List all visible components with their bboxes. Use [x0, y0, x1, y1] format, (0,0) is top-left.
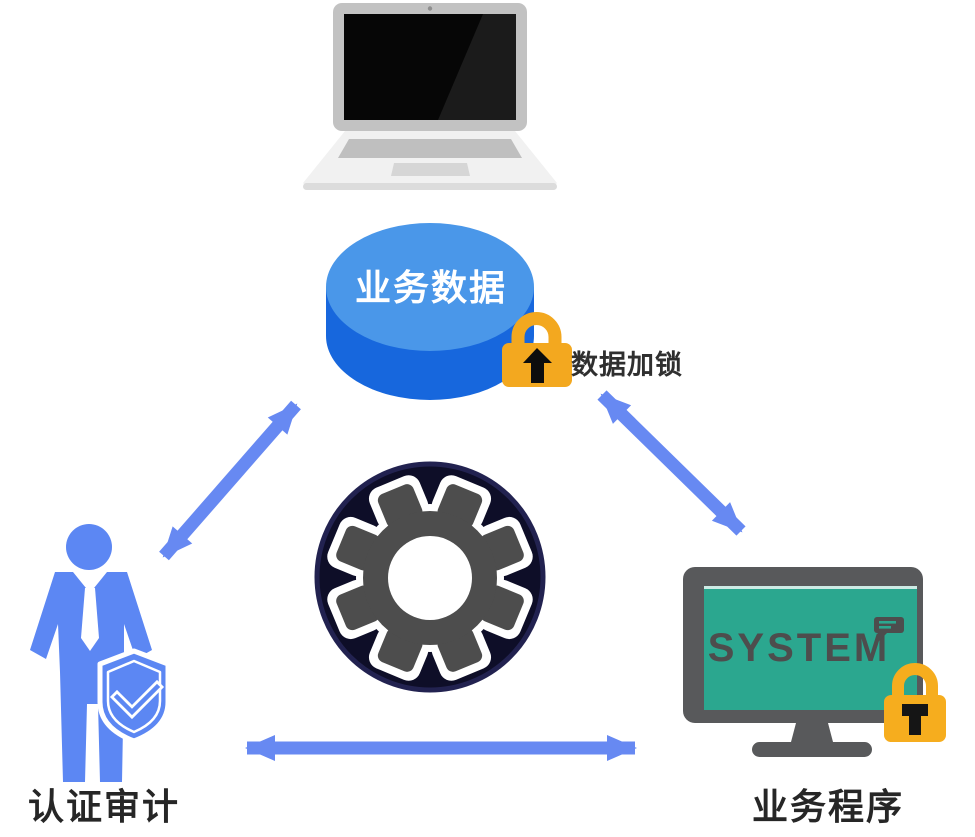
laptop-keyboard — [338, 139, 522, 158]
data-lock-label: 数据加锁 — [571, 349, 683, 380]
arrow-data-audit — [159, 400, 301, 561]
app-padlock-shackle — [892, 663, 938, 697]
padlock-keyhole — [523, 348, 552, 383]
person-shield-icon — [30, 524, 171, 782]
monitor-screen — [704, 586, 917, 710]
laptop-icon — [303, 3, 557, 190]
laptop-trackpad — [391, 163, 470, 176]
gear-wheel — [327, 475, 533, 681]
laptop-base-edge — [303, 183, 557, 190]
auth-audit-label: 认证审计 — [28, 786, 180, 827]
laptop-screen-glare — [438, 14, 516, 120]
connection-arrows — [159, 390, 746, 761]
arrow-data-app — [597, 390, 746, 536]
laptop-webcam — [427, 6, 433, 11]
system-screen-text: SYSTEM — [708, 626, 890, 670]
monitor-screen-highlight — [704, 586, 917, 589]
gear-hub — [388, 536, 472, 620]
monitor-neck — [791, 723, 833, 742]
person-head — [66, 524, 112, 570]
shield-inner-line — [106, 659, 162, 734]
padlock-icon — [502, 312, 572, 387]
chat-bubble-icon — [874, 617, 904, 642]
cylinder-top — [326, 223, 534, 351]
business-app-label: 业务程序 — [752, 786, 904, 827]
gear-icon — [314, 461, 546, 693]
monitor-base — [752, 742, 872, 757]
shield-check-fill — [113, 683, 161, 716]
monitor-icon: SYSTEM — [683, 567, 923, 757]
padlock-shackle — [511, 312, 562, 346]
database-label: 业务数据 — [355, 267, 507, 308]
person-tie — [81, 588, 99, 651]
app-padlock-keyhole — [902, 704, 928, 735]
shield-outer — [97, 648, 171, 744]
person-collar — [73, 572, 107, 593]
database-cylinder: 业务数据 — [326, 223, 534, 400]
shield-check-icon — [97, 648, 171, 744]
app-padlock-icon — [884, 663, 946, 742]
